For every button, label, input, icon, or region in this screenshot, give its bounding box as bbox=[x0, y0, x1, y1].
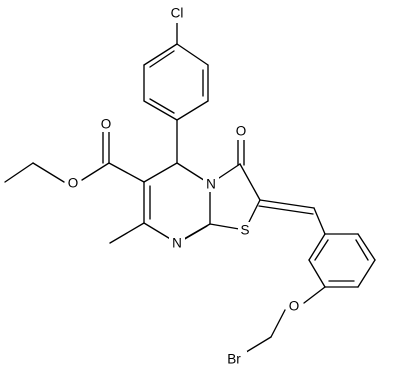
ester-ether-o-bg bbox=[65, 175, 81, 191]
bromine-atom-label: Br bbox=[227, 352, 241, 367]
ring-s-bg bbox=[238, 222, 253, 238]
chlorine-atom-label: Cl bbox=[171, 6, 184, 21]
ester-carbonyl-o-bg bbox=[99, 116, 115, 132]
bond-lines bbox=[4, 17, 376, 358]
br-atom-bg bbox=[221, 351, 247, 367]
atom-labels: Cl O O O N N S O Br bbox=[65, 5, 302, 367]
cl-atom-bg bbox=[167, 5, 189, 23]
ring-junction-nitrogen-label: N bbox=[206, 177, 216, 192]
ester-ether-oxygen-label: O bbox=[68, 176, 79, 191]
ketone-oxygen-label: O bbox=[236, 124, 247, 139]
ester-carbonyl-oxygen-label: O bbox=[101, 117, 112, 132]
aryl-ether-o-bg bbox=[286, 298, 302, 314]
sulfur-atom-label: S bbox=[240, 223, 249, 238]
aryl-ether-oxygen-label: O bbox=[289, 299, 300, 314]
ring-n-bg bbox=[169, 235, 185, 251]
ring-junction-n-bg bbox=[203, 176, 219, 192]
ring-nitrogen-label: N bbox=[172, 236, 182, 251]
ketone-o-bg bbox=[233, 124, 249, 140]
